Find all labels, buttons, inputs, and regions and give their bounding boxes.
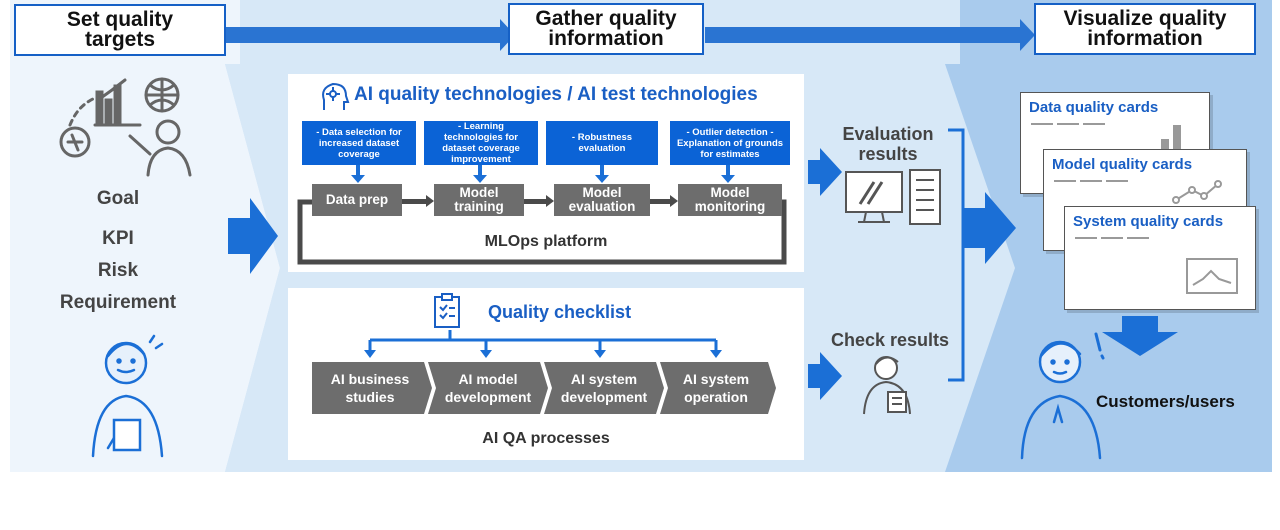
scatter-chart-icon xyxy=(1172,180,1222,204)
tech-box-data-selection: - Data selection for increased dataset c… xyxy=(302,121,416,165)
check-results-label: Check results xyxy=(830,330,950,350)
computer-monitor-icon xyxy=(845,169,941,225)
process-business-studies: AI business studies xyxy=(330,371,410,405)
stage-gather-info: Gather quality information xyxy=(508,3,704,55)
tech-box-outlier: - Outlier detection - Explanation of gro… xyxy=(670,121,790,165)
left-requirement: Requirement xyxy=(59,292,177,313)
evaluation-results-label: Evaluation results xyxy=(842,124,934,164)
mlops-step-data-prep: Data prep xyxy=(312,184,402,216)
stage-visualize-info: Visualize quality information xyxy=(1034,3,1256,55)
bar-chart-icon xyxy=(1161,125,1181,149)
ai-brain-icon xyxy=(322,82,350,110)
card-system-title: System quality cards xyxy=(1073,213,1224,230)
process-model-development: AI model development xyxy=(444,371,532,405)
left-risk: Risk xyxy=(97,260,139,281)
mlops-step-model-monitoring: Model monitoring xyxy=(678,184,782,216)
customer-person-icon xyxy=(1020,332,1105,460)
card-model-title: Model quality cards xyxy=(1052,156,1193,173)
person-with-checklist-icon xyxy=(863,356,911,415)
process-system-development: AI system development xyxy=(560,371,648,405)
stage-visualize-label: Visualize quality information xyxy=(1063,7,1227,50)
card-data-title: Data quality cards xyxy=(1029,99,1159,116)
customers-label: Customers/users xyxy=(1096,392,1235,411)
processes-title: AI QA processes xyxy=(482,430,610,447)
left-goal: Goal xyxy=(96,188,140,209)
stage-gather-label: Gather quality information xyxy=(535,7,677,50)
mlops-step-model-evaluation: Model evaluation xyxy=(554,184,650,216)
stage-set-targets: Set quality targets xyxy=(14,4,226,56)
line-chart-icon xyxy=(1186,258,1238,294)
mlops-title: MLOps platform xyxy=(484,233,608,250)
tech-box-learning: - Learning technologies for dataset cove… xyxy=(424,121,538,165)
process-system-operation: AI system operation xyxy=(682,371,750,405)
clipboard-icon xyxy=(434,293,460,328)
card-system-quality: System quality cards xyxy=(1064,206,1256,310)
process-chevrons xyxy=(312,362,776,414)
mlops-step-model-training: Model training xyxy=(434,184,524,216)
checklist-branch-lines xyxy=(364,330,722,358)
tech-title: AI quality technologies / AI test techno… xyxy=(354,84,758,105)
stage-set-label: Set quality targets xyxy=(66,8,174,51)
checklist-title: Quality checklist xyxy=(488,302,632,322)
mlops-flow-lines xyxy=(297,165,787,265)
tech-box-robustness: - Robustness evaluation xyxy=(546,121,658,165)
worried-person-icon xyxy=(91,334,164,458)
planning-illustration-icon xyxy=(59,77,192,177)
left-kpi: KPI xyxy=(102,228,134,249)
